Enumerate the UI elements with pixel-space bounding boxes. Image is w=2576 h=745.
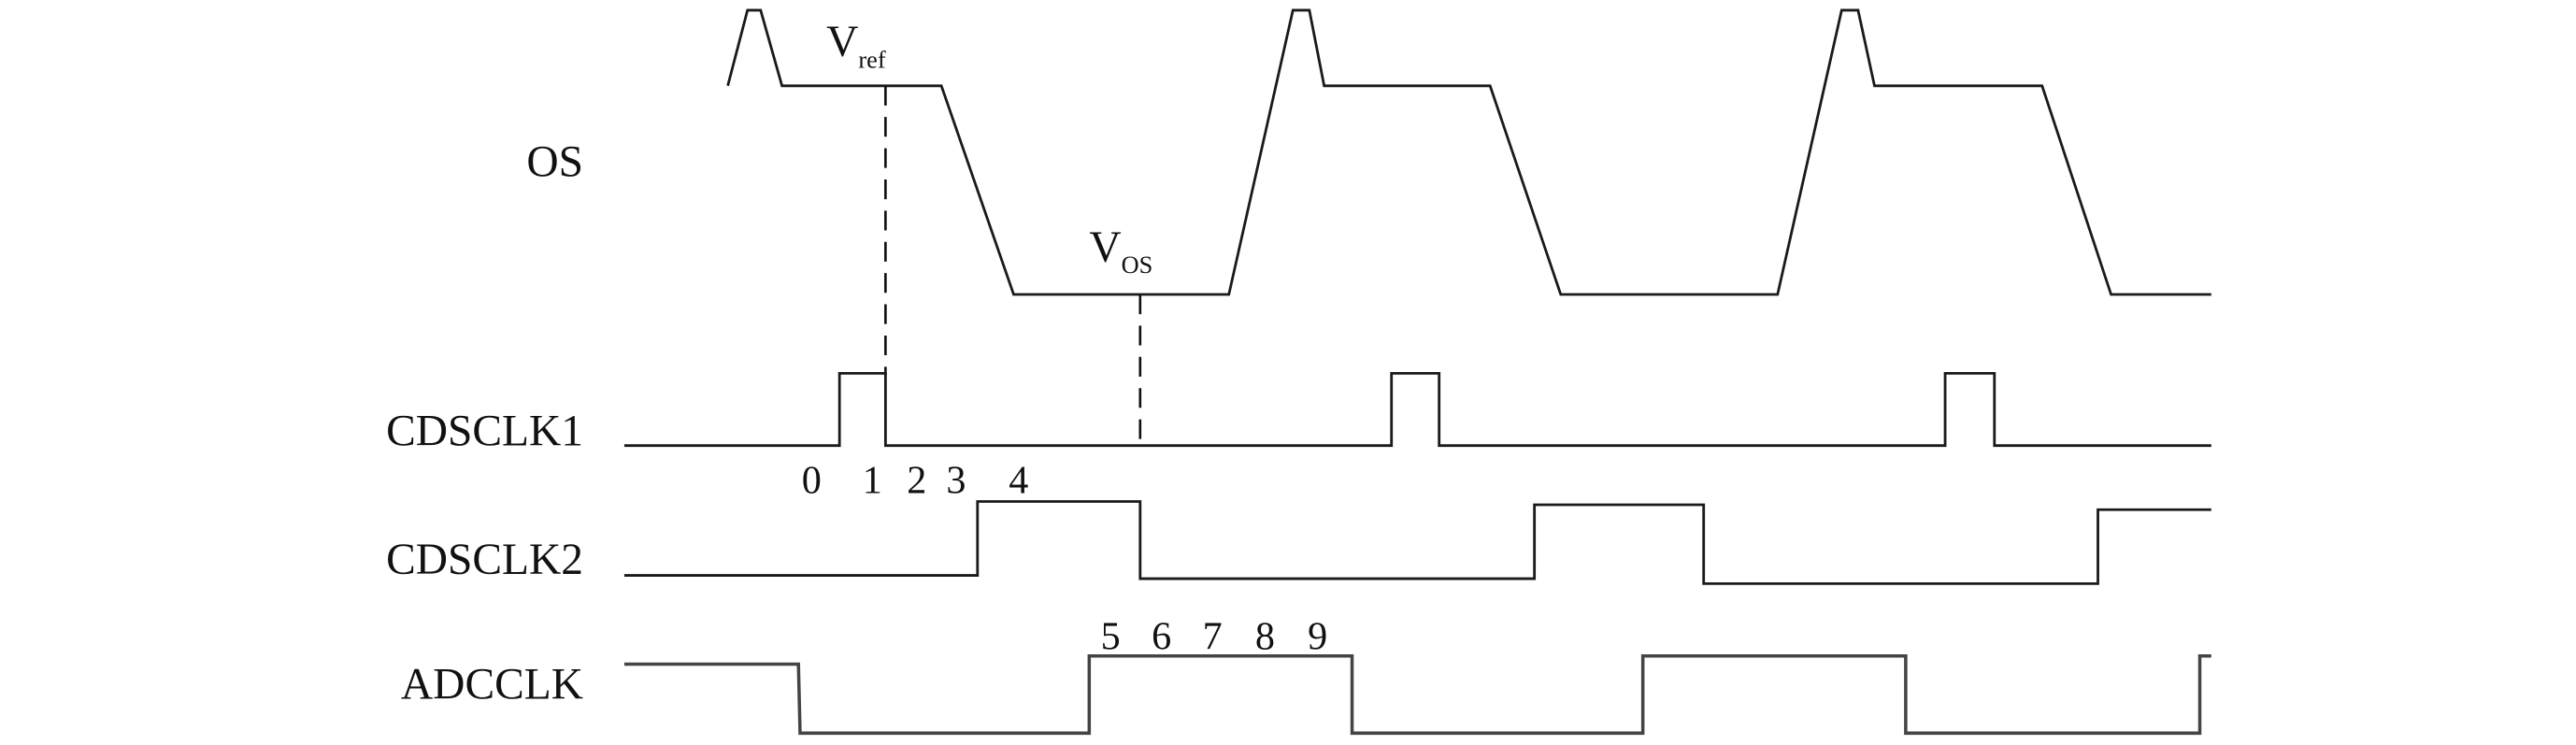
phase-number-7: 7 — [1203, 615, 1223, 659]
phase-number-9: 9 — [1308, 615, 1327, 659]
cdsclk2-waveform — [623, 500, 2211, 585]
phase-number-2: 2 — [907, 459, 926, 503]
phase-number-1: 1 — [863, 459, 882, 503]
vref-label: Vref — [826, 18, 886, 73]
cdsclk1-waveform — [623, 371, 2211, 448]
phase-number-0: 0 — [802, 459, 822, 503]
phase-number-5: 5 — [1101, 615, 1121, 659]
phase-number-3: 3 — [946, 459, 966, 503]
adcclk-waveform — [623, 653, 2211, 736]
label-cdsclk1: CDSCLK1 — [386, 408, 583, 456]
phase-number-4: 4 — [1009, 459, 1028, 503]
os-waveform — [726, 8, 2211, 296]
phase-number-6: 6 — [1152, 615, 1171, 659]
label-cdsclk2: CDSCLK2 — [386, 536, 583, 584]
vos-label: VOS — [1089, 223, 1152, 279]
label-os: OS — [526, 137, 583, 186]
phase-number-8: 8 — [1255, 615, 1275, 659]
label-adcclk: ADCCLK — [401, 660, 583, 709]
